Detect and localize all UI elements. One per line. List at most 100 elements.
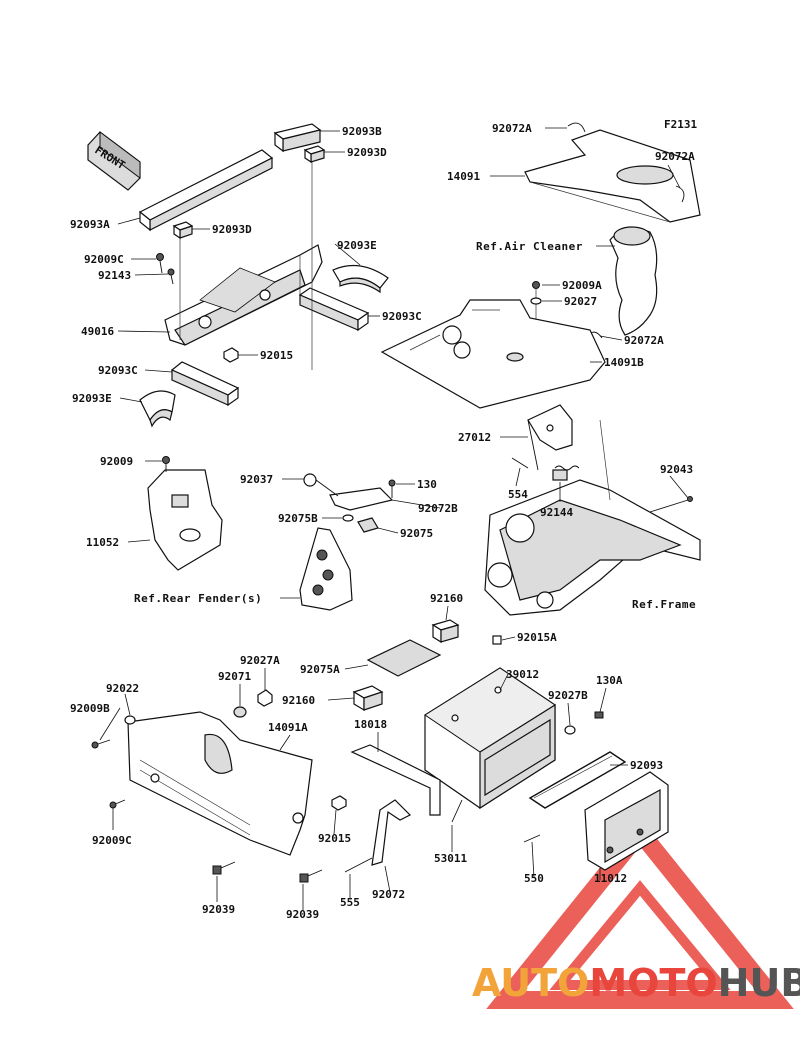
label-92009b: 92009B	[70, 702, 110, 715]
label-92093e: 92093E	[72, 392, 112, 405]
label-92072b: 92072B	[418, 502, 458, 515]
pad-92075a	[366, 639, 442, 677]
washer-92075b	[342, 514, 354, 522]
label-11012: 11012	[594, 872, 627, 885]
bolt-130	[388, 479, 396, 498]
bracket-92072b	[303, 473, 394, 511]
collar-92015a	[492, 635, 502, 645]
label-92027a: 92027A	[240, 654, 280, 667]
pin-550	[523, 834, 541, 843]
label-92022: 92022	[106, 682, 139, 695]
label-92039-left: 92039	[202, 903, 235, 916]
nut-92015	[331, 795, 347, 811]
label-92160-top: 92160	[430, 592, 463, 605]
ref-rear-fenders: Ref.Rear Fender(s)	[134, 592, 262, 605]
plate-14091b	[380, 299, 606, 409]
label-14091b: 14091B	[604, 356, 644, 369]
label-92071: 92071	[218, 670, 251, 683]
label-92093e-top: 92093E	[337, 239, 377, 252]
foam-strip-92093c-right	[298, 287, 370, 332]
label-92009c: 92009C	[92, 834, 132, 847]
cover-14091	[524, 129, 701, 223]
screw-92009	[162, 456, 170, 472]
label-92009c-top: 92009C	[84, 253, 124, 266]
bracket-18018	[350, 744, 441, 816]
ref-frame: Ref.Frame	[632, 598, 696, 611]
label-555: 555	[340, 896, 360, 909]
rear-fender-stay	[299, 527, 353, 611]
grommet-92071	[233, 706, 247, 718]
label-27012: 27012	[458, 431, 491, 444]
block-92160-top	[431, 619, 460, 644]
label-14091: 14091	[447, 170, 480, 183]
screw-92009c-top	[156, 253, 164, 274]
clip-92143	[167, 268, 175, 285]
label-53011: 53011	[434, 852, 467, 865]
clip-92072a-top	[567, 122, 586, 133]
frame-assembly	[484, 419, 701, 616]
label-92144: 92144	[540, 506, 573, 519]
leader-lines	[99, 127, 689, 910]
label-92009: 92009	[100, 455, 133, 468]
label-92072: 92072	[372, 888, 405, 901]
label-554: 554	[508, 488, 528, 501]
collar-92027b	[564, 725, 576, 735]
foam-block-92093b	[273, 123, 322, 153]
tray-49016	[164, 244, 323, 346]
label-130a: 130A	[596, 674, 623, 687]
ref-air-cleaner: Ref.Air Cleaner	[476, 240, 583, 253]
block-92160	[352, 685, 384, 712]
label-92015a: 92015A	[517, 631, 557, 644]
air-cleaner-duct	[609, 226, 658, 336]
spring-92144	[552, 465, 580, 481]
label-92027b: 92027B	[548, 689, 588, 702]
label-39012: 39012	[506, 668, 539, 681]
label-92093d-top: 92093D	[347, 146, 387, 159]
foam-block-92093d-top	[303, 145, 326, 164]
gasket-92093	[528, 751, 627, 809]
label-49016: 49016	[81, 325, 114, 338]
pin-555	[344, 857, 373, 873]
foam-curve-92093e-top	[332, 264, 389, 294]
watermark-hub: HUB	[718, 961, 800, 1005]
label-11052: 11052	[86, 536, 119, 549]
bolt-92043	[649, 496, 693, 513]
figure-code: F2131	[664, 118, 697, 131]
screw-92009c	[109, 799, 126, 809]
label-92160: 92160	[282, 694, 315, 707]
watermark-logo	[486, 817, 794, 1009]
label-92075a: 92075A	[300, 663, 340, 676]
label-92072a-mid: 92072A	[624, 334, 664, 347]
label-14091a: 14091A	[268, 721, 308, 734]
foam-strip-92093c-left	[170, 361, 240, 407]
label-18018: 18018	[354, 718, 387, 731]
watermark-moto: MOTO	[589, 961, 717, 1005]
screw-92039-right	[299, 869, 323, 883]
cover-14091a	[127, 711, 313, 856]
front-arrow-icon: FRONT	[87, 131, 141, 191]
foam-curve-92093e	[139, 390, 176, 428]
label-92072a-right: 92072A	[655, 150, 695, 163]
bolt-130a	[594, 711, 604, 719]
pad-92075	[357, 517, 379, 533]
label-92093a: 92093A	[70, 218, 110, 231]
clip-92072a-right	[675, 185, 685, 203]
lid-11012	[584, 771, 669, 871]
label-92093d: 92093D	[212, 223, 252, 236]
label-92093c-left: 92093C	[98, 364, 138, 377]
washer-92022	[124, 715, 136, 725]
label-550: 550	[524, 872, 544, 885]
watermark-auto: AUTO	[472, 961, 589, 1005]
label-92075: 92075	[400, 527, 433, 540]
washer-92027	[530, 297, 542, 305]
battery-box-39012	[424, 667, 556, 810]
label-92015-top: 92015	[260, 349, 293, 362]
screw-92009b	[91, 739, 111, 749]
foam-strip-92093a	[138, 149, 274, 232]
label-92093: 92093	[630, 759, 663, 772]
label-92039-right: 92039	[286, 908, 319, 921]
label-130: 130	[417, 478, 437, 491]
label-92143: 92143	[98, 269, 131, 282]
label-92037: 92037	[240, 473, 273, 486]
label-92043: 92043	[660, 463, 693, 476]
